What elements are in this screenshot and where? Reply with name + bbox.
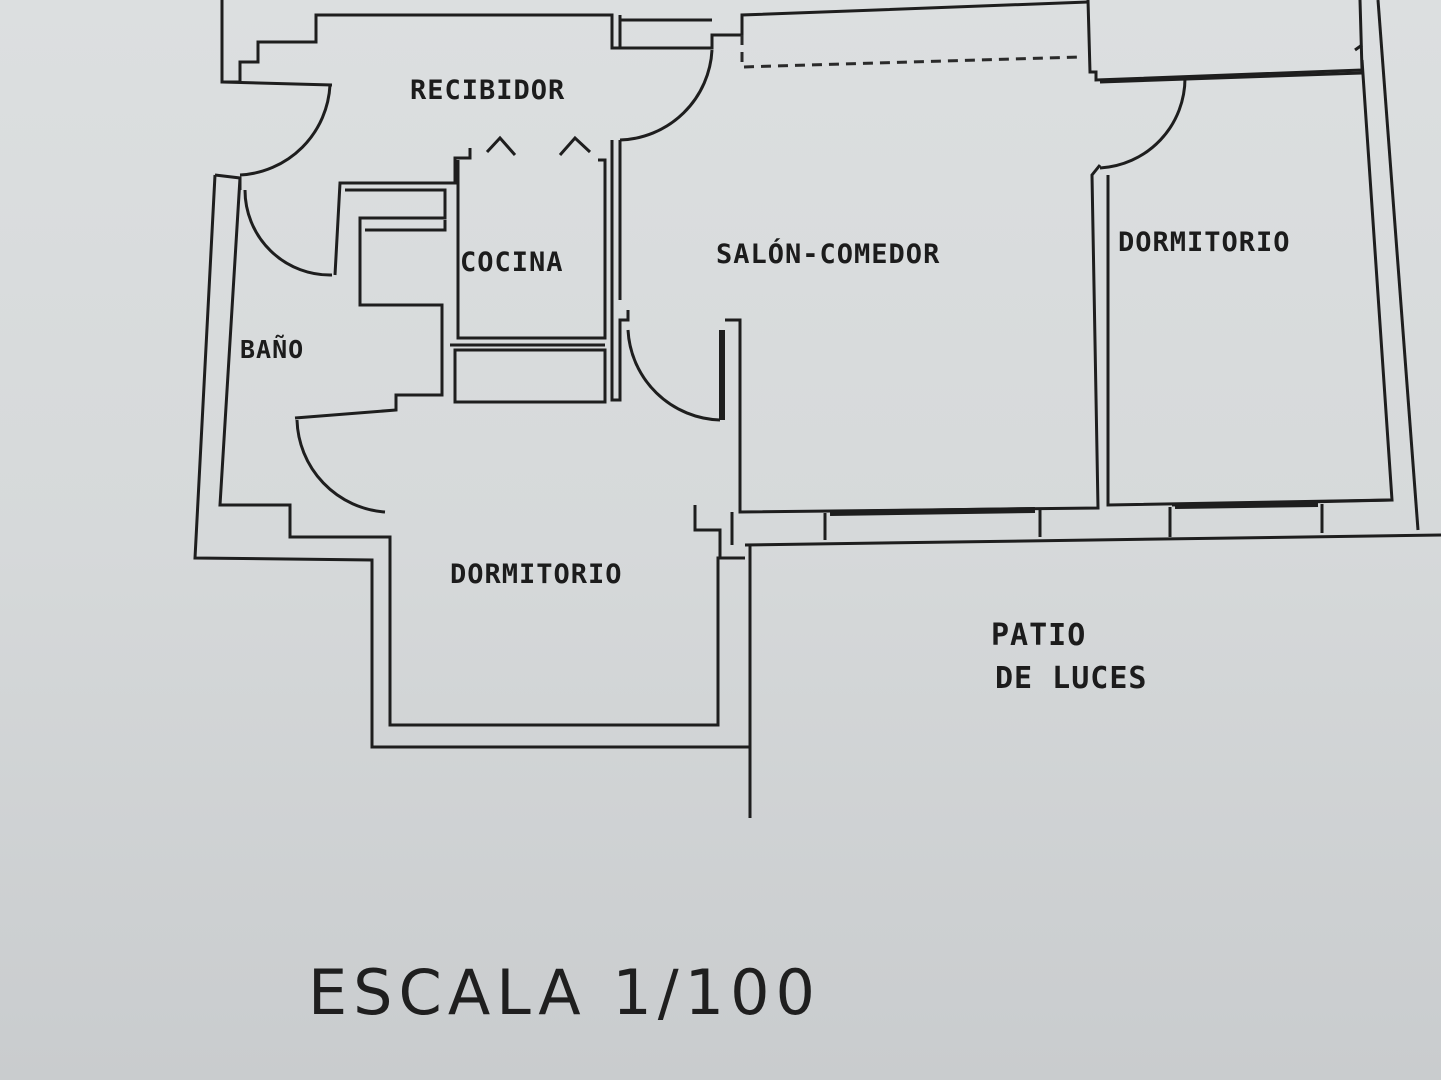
room-label-cocina: COCINA: [460, 247, 564, 278]
door-swings: [239, 49, 1187, 514]
walls: [193, 0, 1441, 818]
room-label-recibidor: RECIBIDOR: [410, 75, 566, 106]
room-label-salon-comedor: SALÓN-COMEDOR: [716, 239, 941, 270]
scale-label: ESCALA 1/100: [308, 956, 821, 1029]
room-label-patio: PATIO: [991, 618, 1087, 653]
room-label-bano: BAÑO: [240, 335, 305, 364]
room-label-dormitorio-bottom: DORMITORIO: [450, 559, 623, 590]
room-label-dormitorio-right: DORMITORIO: [1118, 227, 1291, 258]
room-label-de-luces: DE LUCES: [995, 661, 1148, 696]
